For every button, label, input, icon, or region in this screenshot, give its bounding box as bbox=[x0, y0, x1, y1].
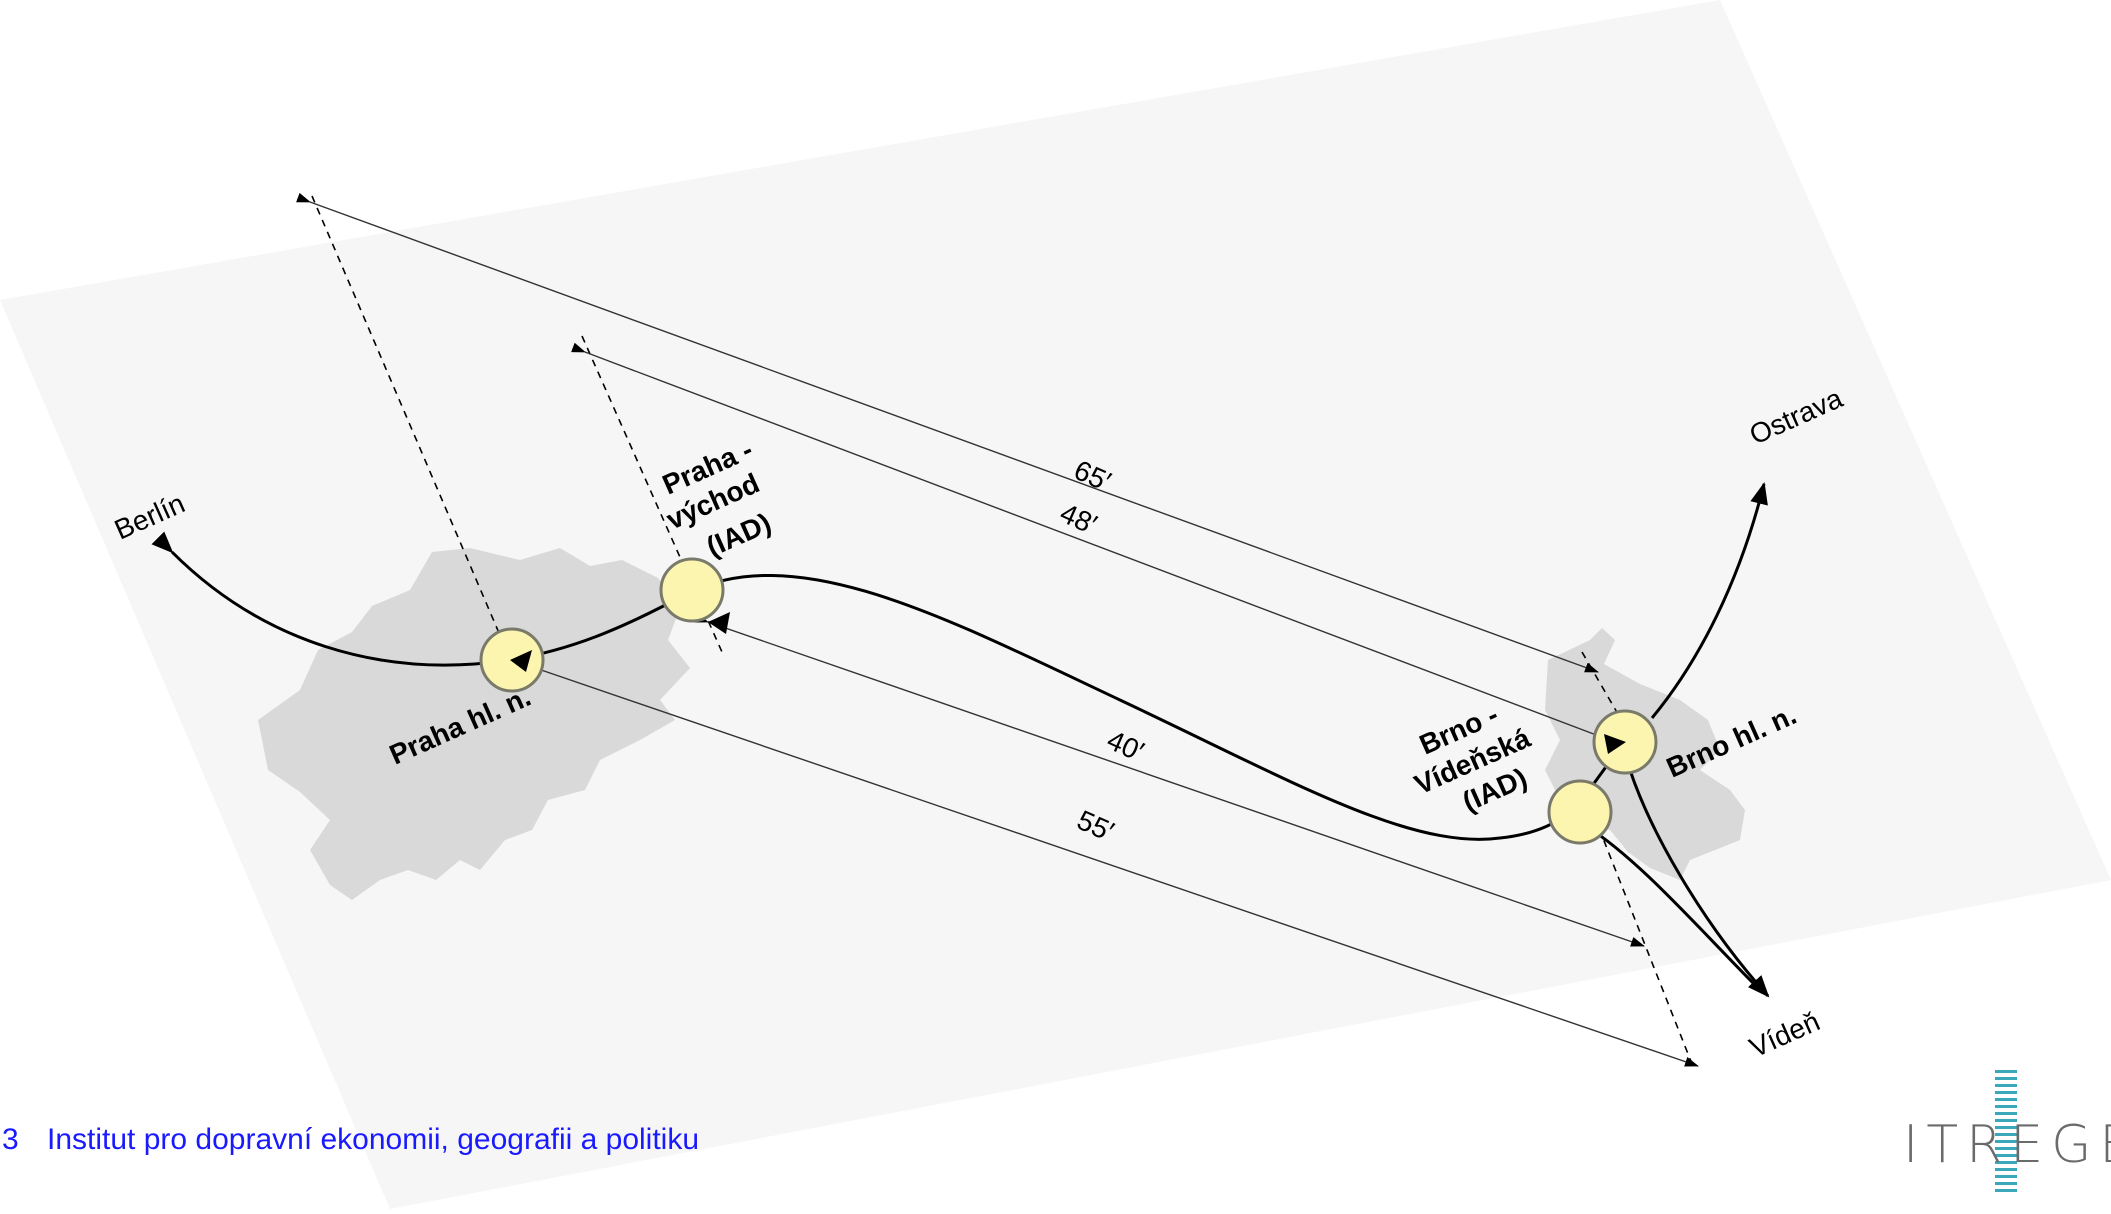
arrow-into-praha-vychod bbox=[708, 612, 730, 634]
arrow-into-praha-hl bbox=[510, 650, 532, 672]
line-55 bbox=[498, 651, 1699, 1067]
rail-viden-from-brno-hl bbox=[1628, 769, 1770, 998]
arrow-into-brno-hl bbox=[1604, 734, 1626, 754]
rail-main-corridor bbox=[689, 573, 1575, 841]
rail-viden-from-videnska bbox=[1585, 824, 1762, 992]
page-number: 3 bbox=[2, 1123, 19, 1156]
time-lines bbox=[296, 192, 1699, 1067]
rail-ostrava bbox=[1650, 482, 1768, 719]
line-65 bbox=[296, 192, 1599, 673]
institute-name: Institut pro dopravní ekonomii, geografi… bbox=[47, 1123, 700, 1156]
label-viden: Vídeň bbox=[1745, 1005, 1824, 1063]
station-nodes bbox=[479, 557, 1658, 845]
node-praha-vychod bbox=[659, 557, 725, 623]
rail-berlin bbox=[151, 531, 511, 667]
node-brno-videnska bbox=[1547, 779, 1613, 845]
logo-bars bbox=[1995, 1070, 2017, 1206]
node-arrows bbox=[510, 612, 1626, 754]
itregep-logo: ITREGEP bbox=[1903, 1115, 2111, 1175]
